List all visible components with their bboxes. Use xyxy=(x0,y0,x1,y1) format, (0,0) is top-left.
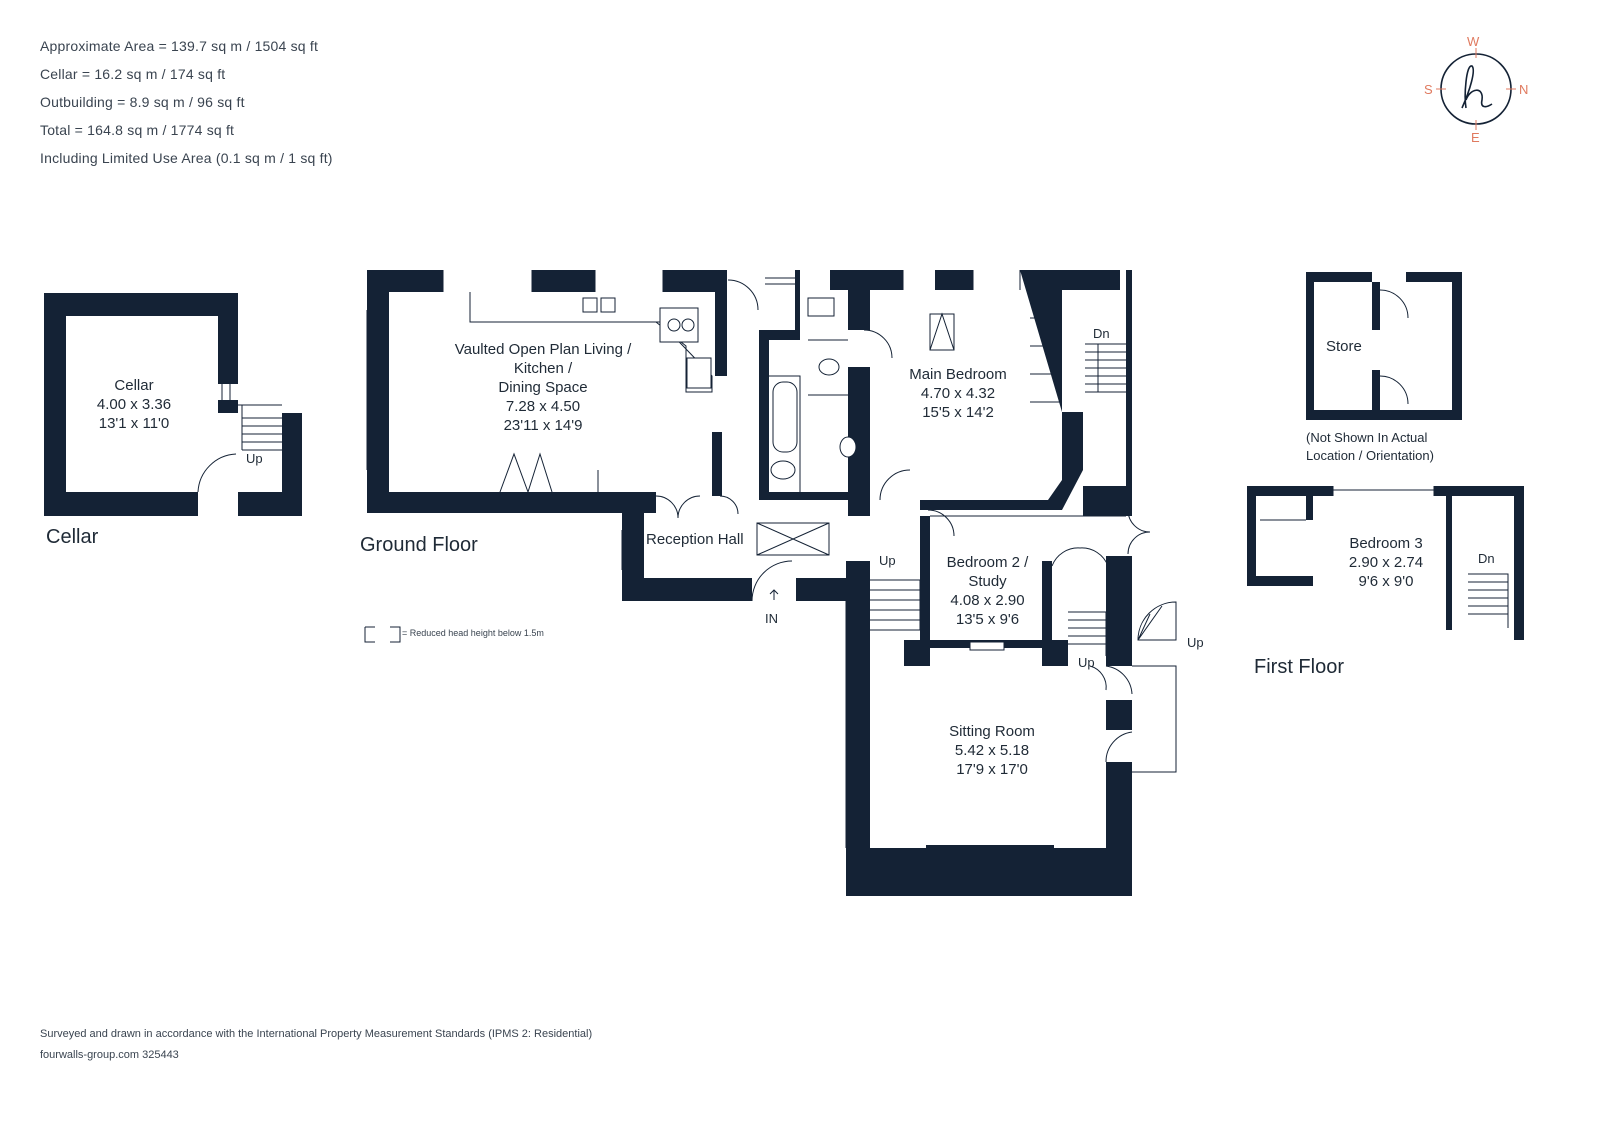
room-living-metric: 7.28 x 4.50 xyxy=(505,398,581,415)
room-main-bedroom-imperial: 15'5 x 14'2 xyxy=(922,404,994,421)
room-living-name-2: Kitchen / xyxy=(513,360,573,377)
room-reception-hall: Reception Hall xyxy=(646,531,744,548)
compass-e: E xyxy=(1471,130,1480,145)
floor-label-ground: Ground Floor xyxy=(360,534,478,556)
first-floor-plan xyxy=(1247,486,1524,640)
room-sitting-imperial: 17'9 x 17'0 xyxy=(956,761,1028,778)
main-bedroom-stair-down: Dn xyxy=(1093,326,1110,341)
area-outbuilding: Outbuilding = 8.9 sq m / 96 sq ft xyxy=(40,94,245,110)
area-cellar: Cellar = 16.2 sq m / 174 sq ft xyxy=(40,66,226,82)
cellar-stair-up: Up xyxy=(246,451,263,466)
floor-label-cellar: Cellar xyxy=(46,526,99,548)
store-plan xyxy=(1306,272,1462,420)
area-limited-use: Including Limited Use Area (0.1 sq m / 1… xyxy=(40,150,333,166)
hall-stair-up: Up xyxy=(879,553,896,568)
compass-icon xyxy=(1436,48,1516,130)
room-cellar-name: Cellar xyxy=(114,377,154,394)
legend-reduced-head-height: = Reduced head height below 1.5m xyxy=(402,628,544,638)
room-bedroom-2: Bedroom 2 / Study 4.08 x 2.90 13'5 x 9'6 xyxy=(930,553,1045,629)
room-sitting-name: Sitting Room xyxy=(949,723,1035,740)
room-bedroom-2-imperial: 13'5 x 9'6 xyxy=(955,611,1020,628)
spiral-stair-up: Up xyxy=(1187,635,1204,650)
room-living-name-1: Vaulted Open Plan Living / xyxy=(454,341,632,358)
room-living: Vaulted Open Plan Living / Kitchen / Din… xyxy=(423,340,663,435)
floor-label-first: First Floor xyxy=(1254,656,1344,678)
room-bedroom-2-name-1: Bedroom 2 / xyxy=(946,554,1029,571)
compass-w: W xyxy=(1467,34,1480,49)
room-bedroom-3-name: Bedroom 3 xyxy=(1349,535,1423,552)
room-store: Store xyxy=(1326,338,1362,355)
room-bedroom-2-name-2: Study xyxy=(968,573,1007,590)
room-cellar-imperial: 13'1 x 11'0 xyxy=(98,415,170,432)
store-note-line-2: Location / Orientation) xyxy=(1306,448,1434,463)
compass-s: S xyxy=(1424,82,1433,97)
room-bedroom-3-imperial: 9'6 x 9'0 xyxy=(1358,573,1414,590)
room-sitting: Sitting Room 5.42 x 5.18 17'9 x 17'0 xyxy=(932,722,1052,779)
ground-floor-plan xyxy=(366,270,1177,896)
room-main-bedroom-name: Main Bedroom xyxy=(909,366,1007,383)
sitting-stair-up: Up xyxy=(1078,655,1095,670)
room-living-name-3: Dining Space xyxy=(498,379,588,396)
store-note-line-1: (Not Shown In Actual xyxy=(1306,430,1428,445)
area-total: Total = 164.8 sq m / 1774 sq ft xyxy=(40,122,235,138)
room-bedroom-2-metric: 4.08 x 2.90 xyxy=(950,592,1025,609)
room-bedroom-3: Bedroom 3 2.90 x 2.74 9'6 x 9'0 xyxy=(1332,534,1440,591)
compass-n: N xyxy=(1519,82,1529,97)
room-cellar-metric: 4.00 x 3.36 xyxy=(96,396,172,413)
area-approximate: Approximate Area = 139.7 sq m / 1504 sq … xyxy=(40,38,319,54)
footer-standards: Surveyed and drawn in accordance with th… xyxy=(40,1028,593,1040)
entrance-label: IN xyxy=(765,611,778,626)
footer-reference: fourwalls-group.com 325443 xyxy=(40,1049,179,1061)
cellar-plan xyxy=(44,293,302,516)
first-floor-stair-down: Dn xyxy=(1478,551,1495,566)
room-sitting-metric: 5.42 x 5.18 xyxy=(954,742,1030,759)
room-main-bedroom-metric: 4.70 x 4.32 xyxy=(920,385,996,402)
room-cellar: Cellar 4.00 x 3.36 13'1 x 11'0 xyxy=(84,376,184,433)
room-bedroom-3-metric: 2.90 x 2.74 xyxy=(1348,554,1424,571)
room-living-imperial: 23'11 x 14'9 xyxy=(503,417,583,434)
room-main-bedroom: Main Bedroom 4.70 x 4.32 15'5 x 14'2 xyxy=(898,365,1018,422)
